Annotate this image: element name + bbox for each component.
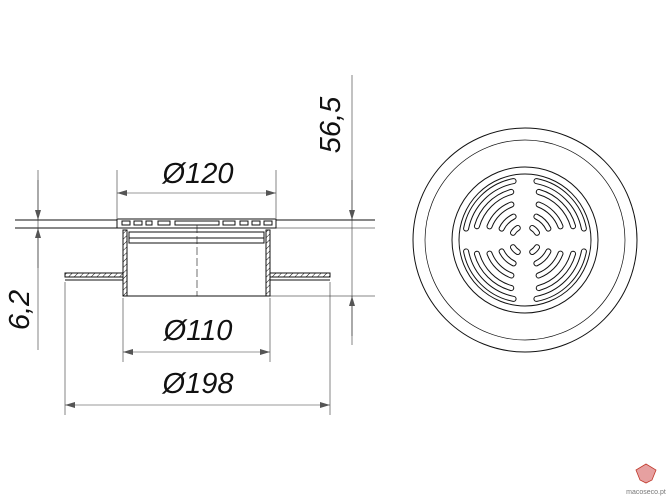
- grate-slot: [499, 249, 516, 266]
- dimension-lines: [35, 75, 355, 415]
- grate-slot: [474, 189, 514, 229]
- grate-slot: [464, 249, 516, 301]
- grate-slot: [511, 226, 520, 235]
- grate-slot: [464, 179, 516, 231]
- grate-slot: [534, 179, 586, 231]
- side-section-view: [15, 218, 375, 297]
- grate-slot: [534, 249, 551, 266]
- grate-slot: [536, 189, 576, 229]
- grate-slot: [487, 202, 514, 229]
- dim-flange-diameter: Ø198: [162, 368, 234, 400]
- grate-slot: [511, 245, 520, 254]
- top-view: [412, 127, 638, 353]
- watermark-logo: macoseco.pt: [626, 463, 666, 496]
- watermark-text: macoseco.pt: [626, 489, 666, 496]
- grate-slot: [499, 214, 516, 231]
- grate-slot: [530, 245, 539, 254]
- grate-slot: [534, 214, 551, 231]
- grate-slot: [487, 251, 514, 278]
- grate-pattern-inner: [464, 179, 586, 301]
- dim-total-height: 56,5: [315, 96, 347, 153]
- dim-grate-thickness: 6,2: [4, 290, 36, 330]
- dim-grate-diameter: Ø120: [162, 158, 234, 190]
- grate-slot: [536, 251, 563, 278]
- grate-slot: [474, 251, 514, 291]
- grate-slot: [536, 251, 576, 291]
- grate-slot: [530, 226, 539, 235]
- grate-slot: [534, 249, 586, 301]
- dim-body-diameter: Ø110: [163, 315, 233, 347]
- grate-slot: [536, 202, 563, 229]
